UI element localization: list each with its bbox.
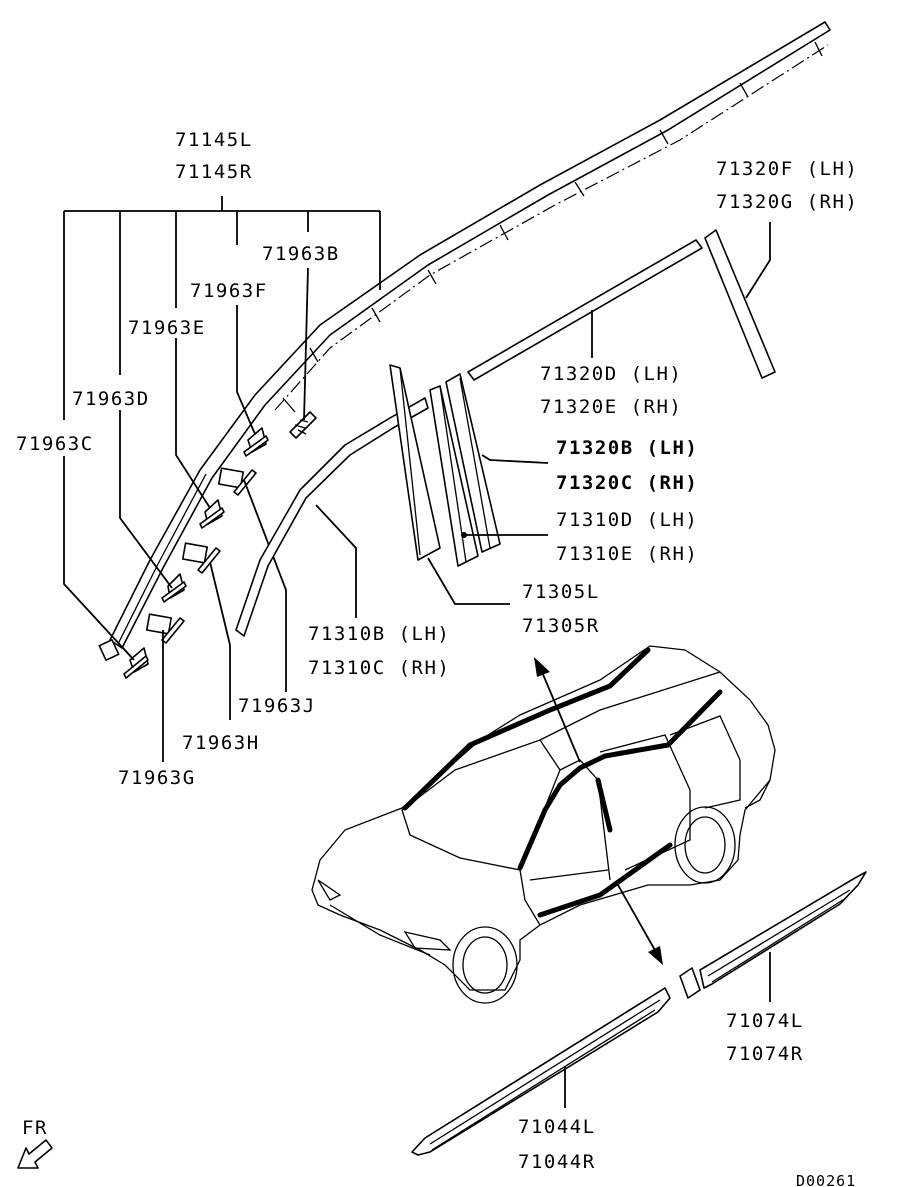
leader-71145 [63,196,381,420]
sash-71320FG [704,229,776,379]
clip-71963E [199,499,225,529]
label-fr: FR [22,1117,48,1139]
side-molding-71044 [411,987,671,1156]
label-71320E: 71320E (RH) [540,396,682,418]
clip-71963G [145,613,185,644]
sash-71310DE [429,385,479,567]
sash-71305 [389,364,441,561]
label-71074R: 71074R [726,1043,804,1065]
label-71963C: 71963C [16,433,94,455]
arrow-head-up [534,657,550,677]
clip-leaders [63,267,309,762]
label-71145R: 71145R [175,161,253,183]
vehicle-arrows [534,657,663,965]
label-71320C: 71320C (RH) [556,472,698,494]
label-71145L: 71145L [175,129,253,151]
label-71310C: 71310C (RH) [308,657,450,679]
sash-71320DE [467,239,703,381]
label-71320G: 71320G (RH) [716,191,858,213]
label-71044R: 71044R [518,1151,596,1173]
clip-71963F [243,427,269,457]
arrow-head-down [648,946,663,965]
clip-71963J [217,467,257,496]
label-71963F: 71963F [190,280,268,302]
side-molding-71074 [679,871,867,999]
clip-71963C [123,647,149,679]
label-71963D: 71963D [72,388,150,410]
label-71305L: 71305L [522,581,600,603]
clip-71963B [289,411,317,439]
leader-dot [461,532,467,538]
side-leaders [564,952,771,1108]
sash-71320BC [445,373,501,553]
label-71963E: 71963E [128,317,206,339]
label-71310B: 71310B (LH) [308,623,450,645]
label-71044L: 71044L [518,1116,596,1138]
clip-71963H [181,542,221,574]
label-71320B: 71320B (LH) [556,437,698,459]
sash-leaders [315,222,771,618]
label-71074L: 71074L [726,1010,804,1032]
label-71310D: 71310D (LH) [556,509,698,531]
label-71310E: 71310E (RH) [556,543,698,565]
label-71305R: 71305R [522,615,600,637]
vehicle-outline [311,645,776,1004]
label-71963G: 71963G [118,767,196,789]
diagram-code: D00261 [796,1172,856,1187]
roof-molding-71145 [98,21,831,662]
label-71963H: 71963H [182,732,260,754]
label-71963J: 71963J [238,695,316,717]
clip-71963D [161,573,187,603]
fr-arrow [17,1139,53,1169]
label-71320F: 71320F (LH) [716,158,858,180]
sash-71310BC [235,397,429,637]
label-71963B: 71963B [262,243,340,265]
label-71320D: 71320D (LH) [540,363,682,385]
